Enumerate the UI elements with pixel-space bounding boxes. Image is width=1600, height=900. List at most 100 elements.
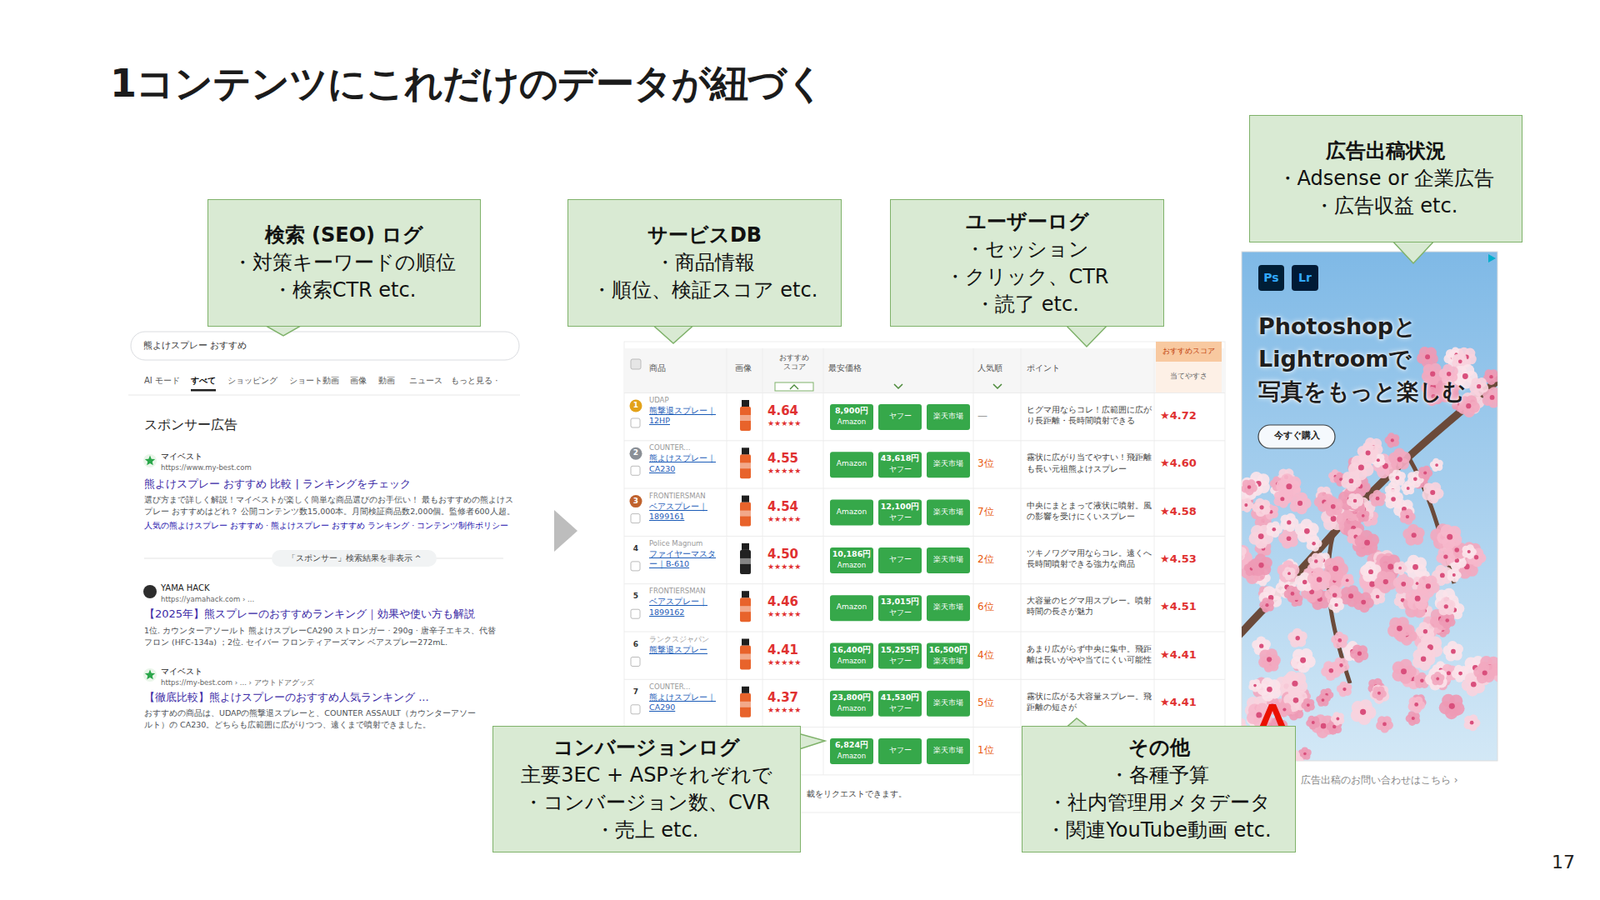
- point-text: あまり広がらず中央に集中。飛距離は長いがやや当てにくい可能性: [1026, 643, 1152, 666]
- blossom-center: [1490, 395, 1495, 400]
- hide-sponsored: 「スポンサー」検索結果を非表示 ^: [271, 553, 437, 563]
- shop-button: [830, 451, 874, 478]
- blossom-petal: [1307, 699, 1315, 707]
- column-line: [762, 348, 764, 775]
- shop-button: [926, 451, 970, 478]
- callout-item: ・対策キーワードの順位: [232, 249, 456, 277]
- branch: [1241, 375, 1498, 642]
- result-title: 熊よけスプレー おすすめ 比較 | ランキングをチェック: [144, 477, 411, 491]
- bottle-label: [740, 510, 751, 517]
- blossom-center: [1458, 671, 1463, 676]
- blossom-center: [1445, 618, 1450, 623]
- sort-chevron: [894, 384, 903, 389]
- bottle-label: [740, 654, 751, 660]
- callout-item: ・検索CTR etc.: [272, 276, 417, 305]
- adobe-logo: [1259, 704, 1286, 728]
- blossom-center: [1334, 603, 1338, 607]
- star-score: ★4.60: [1160, 456, 1197, 470]
- blossom-center: [1258, 533, 1265, 540]
- star-rating: ★★★★★: [767, 515, 801, 525]
- blossom-center: [1435, 677, 1440, 681]
- blossom-center: [1435, 463, 1439, 467]
- star-score: ★4.41: [1160, 695, 1197, 710]
- favicon-star: [145, 455, 155, 466]
- site-url: https://yamahack.com › ...: [160, 595, 255, 604]
- callout-item: ・広告収益 etc.: [1314, 192, 1459, 220]
- shop-name: Amazon: [830, 656, 874, 665]
- product-bottle: [740, 597, 751, 622]
- popularity-rank: —: [977, 410, 988, 422]
- app-icon: [1258, 265, 1285, 291]
- app-icon-text: Lr: [1291, 270, 1319, 285]
- separator-line: [128, 395, 520, 396]
- flow-arrow: [554, 510, 578, 552]
- brand-name: UDAP: [649, 395, 670, 405]
- price-text: 15,255円: [878, 645, 922, 655]
- blossom-center: [1266, 656, 1272, 662]
- blossom-center: [1271, 527, 1276, 532]
- product-name: 熊よけスプレー｜CA290: [649, 692, 720, 714]
- blossom-center: [1375, 595, 1380, 600]
- shop-name: 楽天市場: [926, 459, 970, 469]
- callout-item: ・各種予算: [1109, 761, 1210, 790]
- favicon: [143, 454, 157, 468]
- shop-name: Amazon: [830, 507, 874, 517]
- header-cell: [1155, 361, 1222, 394]
- blossom-center: [1353, 499, 1358, 504]
- column-line: [973, 348, 975, 775]
- blossom-center: [1382, 721, 1387, 726]
- shop-button: [830, 500, 874, 526]
- callout-heading: 広告出稿状況: [1325, 137, 1446, 165]
- popularity-rank: 4位: [977, 649, 995, 661]
- shop-name: ヤフー: [878, 704, 922, 713]
- blossom-center: [1423, 470, 1427, 475]
- blossom-center: [1465, 403, 1471, 409]
- blossom-center: [1400, 668, 1407, 675]
- callout-heading: サービスDB: [647, 221, 762, 250]
- blossom-petal: [1358, 645, 1368, 655]
- column-header: 商品: [649, 363, 666, 374]
- ad-headline: Photoshopと Lightroomで 写真をもっと楽しむ: [1258, 310, 1477, 408]
- blossom-center: [1398, 566, 1402, 570]
- bottle-cap: [741, 543, 750, 550]
- shop-button: [830, 404, 874, 430]
- shop-button: [926, 738, 970, 765]
- blossom-center: [1244, 503, 1248, 507]
- blossom-group: [1241, 346, 1498, 761]
- blossom-petal: [1336, 713, 1344, 720]
- search-tab: ニュース: [409, 375, 443, 386]
- shop-button: [926, 643, 970, 670]
- product-bottle: [740, 454, 751, 479]
- shop-button: [878, 547, 922, 574]
- callout-box: ユーザーログ・セッション・クリック、CTR・読了 etc.: [890, 199, 1165, 327]
- popularity-rank: 5位: [977, 696, 995, 709]
- search-tab: 動画: [378, 375, 395, 386]
- popularity-rank: 7位: [977, 505, 995, 518]
- slide-title: 1コンテンツにこれだけのデータが紐づく: [110, 58, 825, 110]
- column-header: ポイント: [1026, 363, 1060, 374]
- callout-box: サービスDB・商品情報・順位、検証スコア etc.: [567, 199, 842, 327]
- blossom-center: [1396, 625, 1403, 632]
- shop-name: 楽天市場: [926, 656, 970, 665]
- callout-box: 広告出稿状況・Adsense or 企業広告・広告収益 etc.: [1249, 115, 1523, 243]
- rank-badge: 2: [629, 448, 643, 458]
- price-text: 8,900円: [830, 405, 874, 415]
- search-tab: AI モード: [144, 375, 180, 386]
- shop-name: 楽天市場: [926, 507, 970, 517]
- checkbox: [630, 705, 640, 715]
- checkbox: [630, 465, 640, 475]
- blossom-center: [1247, 485, 1251, 489]
- callout-box: その他・各種予算・社内管理用メタデータ・関連YouTube動画 etc.: [1021, 725, 1296, 853]
- blossom-center: [1397, 456, 1403, 462]
- bottle-label: [740, 558, 751, 565]
- blossom-center: [1423, 629, 1428, 634]
- point-text: ツキノワグマ用ならコレ。遠くへ長時間噴射できる強力な商品: [1026, 547, 1152, 570]
- blossom-center: [1452, 573, 1456, 577]
- site-name: マイベスト: [160, 666, 203, 677]
- blossom-petal: [1288, 564, 1300, 576]
- blossom-center: [1482, 670, 1488, 675]
- rank-badge-circle: [630, 495, 643, 508]
- shop-name: ヤフー: [878, 608, 922, 617]
- callout-heading: 検索 (SEO) ログ: [265, 221, 425, 250]
- row-line: [624, 488, 1225, 490]
